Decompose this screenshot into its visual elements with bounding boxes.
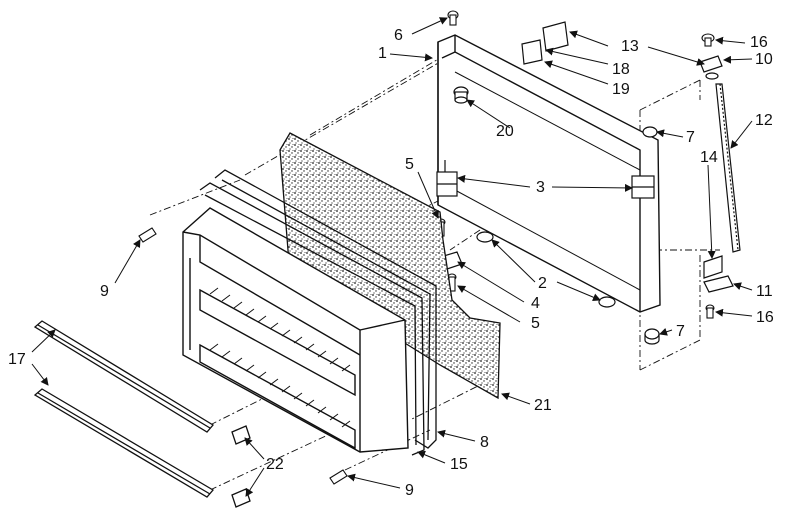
callout-3: 3	[536, 179, 545, 196]
inner-door-liner	[182, 207, 409, 453]
callout-5-top: 5	[405, 156, 414, 173]
callout-19: 19	[612, 81, 630, 98]
callout-13: 13	[621, 38, 639, 55]
callout-1: 1	[378, 45, 387, 62]
callout-22: 22	[266, 456, 284, 473]
callout-12: 12	[755, 112, 773, 129]
hinge-hardware-right	[699, 55, 741, 293]
callout-7-bottom: 7	[676, 323, 685, 340]
door-stop-plug	[453, 86, 469, 104]
hinge-left	[436, 160, 458, 197]
label-plates	[521, 21, 569, 65]
callout-6: 6	[394, 27, 403, 44]
callout-9-left: 9	[100, 283, 109, 300]
hinge-caps	[642, 126, 660, 345]
callout-9-bottom: 9	[405, 482, 414, 499]
callout-21: 21	[534, 397, 552, 414]
callout-7-top: 7	[686, 129, 695, 146]
callout-15: 15	[450, 456, 468, 473]
callout-17: 17	[8, 351, 26, 368]
callout-16-bottom: 16	[756, 309, 774, 326]
door-gasket	[199, 169, 437, 456]
callout-8: 8	[480, 434, 489, 451]
callout-20: 20	[496, 123, 514, 140]
liner-screws	[138, 227, 348, 485]
callout-14: 14	[700, 149, 718, 166]
callout-11: 11	[756, 283, 773, 300]
leader-lines	[31, 17, 753, 497]
callout-2: 2	[538, 275, 547, 292]
callout-18: 18	[612, 61, 630, 78]
hinge-right	[631, 175, 655, 199]
callout-labels: 6 1 18 19 13 20 16 10 12 7 14 5 3 2 4 5 …	[8, 27, 774, 499]
callout-16-top: 16	[750, 34, 768, 51]
shelf-ribs	[209, 287, 351, 428]
callout-5-bottom: 5	[531, 315, 540, 332]
shelf-retainer-bars	[33, 320, 214, 498]
callout-10: 10	[755, 51, 773, 68]
callout-4: 4	[531, 295, 540, 312]
